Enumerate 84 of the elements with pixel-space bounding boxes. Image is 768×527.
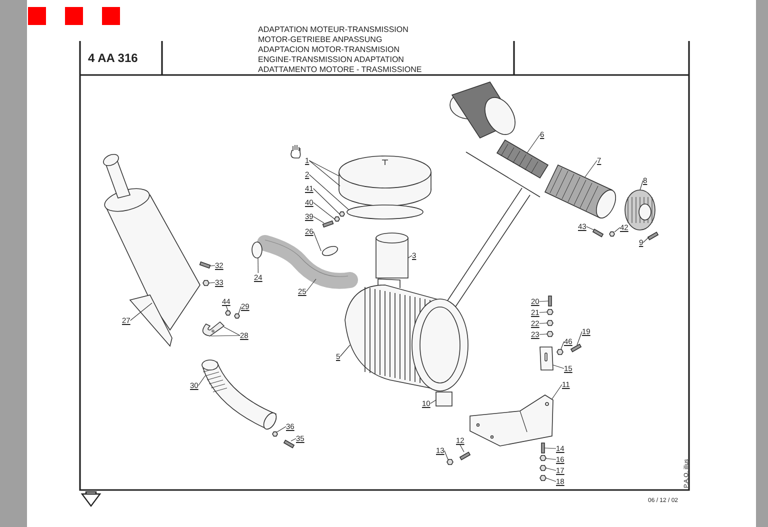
washer-drawing [540, 465, 546, 471]
leader-line [313, 216, 324, 224]
washer-drawing [546, 331, 554, 337]
u-bolt-clamp-drawing [202, 322, 224, 336]
clip-drawing [592, 228, 604, 238]
leader-line [526, 134, 540, 154]
leader-line [340, 344, 350, 357]
nut-drawing [556, 349, 564, 355]
filter-cover-drawing [338, 156, 432, 206]
leader-line [539, 300, 549, 302]
leader-line [544, 448, 556, 449]
seal-ring-drawing [346, 204, 424, 220]
washer-drawing [540, 455, 546, 461]
hose-clamp-drawing [322, 246, 338, 256]
clip-drawing [609, 231, 615, 237]
leader-line [539, 312, 548, 313]
leader-line [408, 255, 412, 258]
bolt-drawing [322, 220, 334, 228]
title-text: ENGINE-TRANSMISSION ADAPTATION [258, 55, 404, 64]
filter-cartridge-drawing [544, 164, 616, 219]
leader-line [313, 231, 322, 252]
leader-line [546, 458, 556, 460]
bolt-drawing [459, 452, 471, 460]
nut-drawing [540, 475, 546, 481]
bolt-drawing [199, 261, 211, 269]
leader-line [238, 306, 242, 314]
pin-drawing [647, 232, 659, 240]
leader-line [576, 331, 582, 346]
title-text: ADAPTATION MOTEUR-TRANSMISSION [258, 25, 408, 34]
leader-line [552, 364, 564, 369]
leader-line [210, 265, 216, 266]
title-text: ADAPTACION MOTOR-TRANSMISION [258, 45, 400, 54]
leader-line [642, 236, 650, 243]
bracket-drawing [540, 346, 554, 370]
filter-cartridge-drawing [496, 139, 549, 179]
leader-line [308, 160, 340, 176]
leader-line [208, 282, 216, 284]
leader-line [460, 444, 464, 452]
hose-drawing [202, 360, 277, 430]
leader-line [313, 202, 335, 220]
leader-line [276, 426, 286, 432]
page-code: 4 AA 316 [88, 51, 138, 65]
leader-line [640, 180, 644, 190]
leader-line [444, 450, 448, 460]
leader-line [224, 326, 240, 336]
leader-line [313, 188, 340, 214]
leader-line [539, 322, 548, 324]
leader-line [546, 478, 556, 482]
washer-drawing [334, 216, 340, 222]
bracket-drawing [470, 394, 554, 446]
mounting-foot-drawing [436, 392, 452, 406]
leader-line [308, 174, 350, 210]
leader-line [306, 278, 316, 292]
leader-line [546, 468, 556, 471]
title-text: ADATTAMENTO MOTORE - TRASMISSIONE [258, 65, 422, 74]
leader-line [198, 376, 206, 386]
leader-line [308, 160, 340, 186]
nut-drawing [225, 310, 231, 316]
nut-drawing [234, 313, 240, 319]
air-filter-housing-drawing [344, 278, 468, 392]
leader-line [552, 384, 562, 400]
leader-line [539, 334, 548, 335]
leader-line [586, 226, 594, 230]
leader-line [560, 341, 564, 350]
leader-line [210, 335, 240, 336]
hose-clamp-drawing [252, 242, 262, 258]
leader-line [290, 438, 296, 442]
leader-line [584, 160, 598, 178]
nut-drawing [446, 459, 454, 465]
leader-line [430, 400, 436, 404]
leader-line [614, 227, 620, 232]
bolt-drawing [283, 440, 295, 448]
leader-line [226, 306, 228, 311]
washer-drawing [546, 309, 554, 315]
nut-drawing [339, 211, 345, 217]
bolt-drawing [541, 442, 545, 454]
leader-line [130, 302, 152, 321]
title-text: MOTOR-GETRIEBE ANPASSUNG [258, 35, 382, 44]
sleeve-drawing [376, 232, 408, 278]
muffler-drawing [103, 154, 200, 347]
washer-drawing [546, 320, 554, 326]
bolt-drawing [548, 296, 552, 306]
washer-drawing [202, 280, 210, 286]
bolt-drawing [570, 344, 582, 352]
